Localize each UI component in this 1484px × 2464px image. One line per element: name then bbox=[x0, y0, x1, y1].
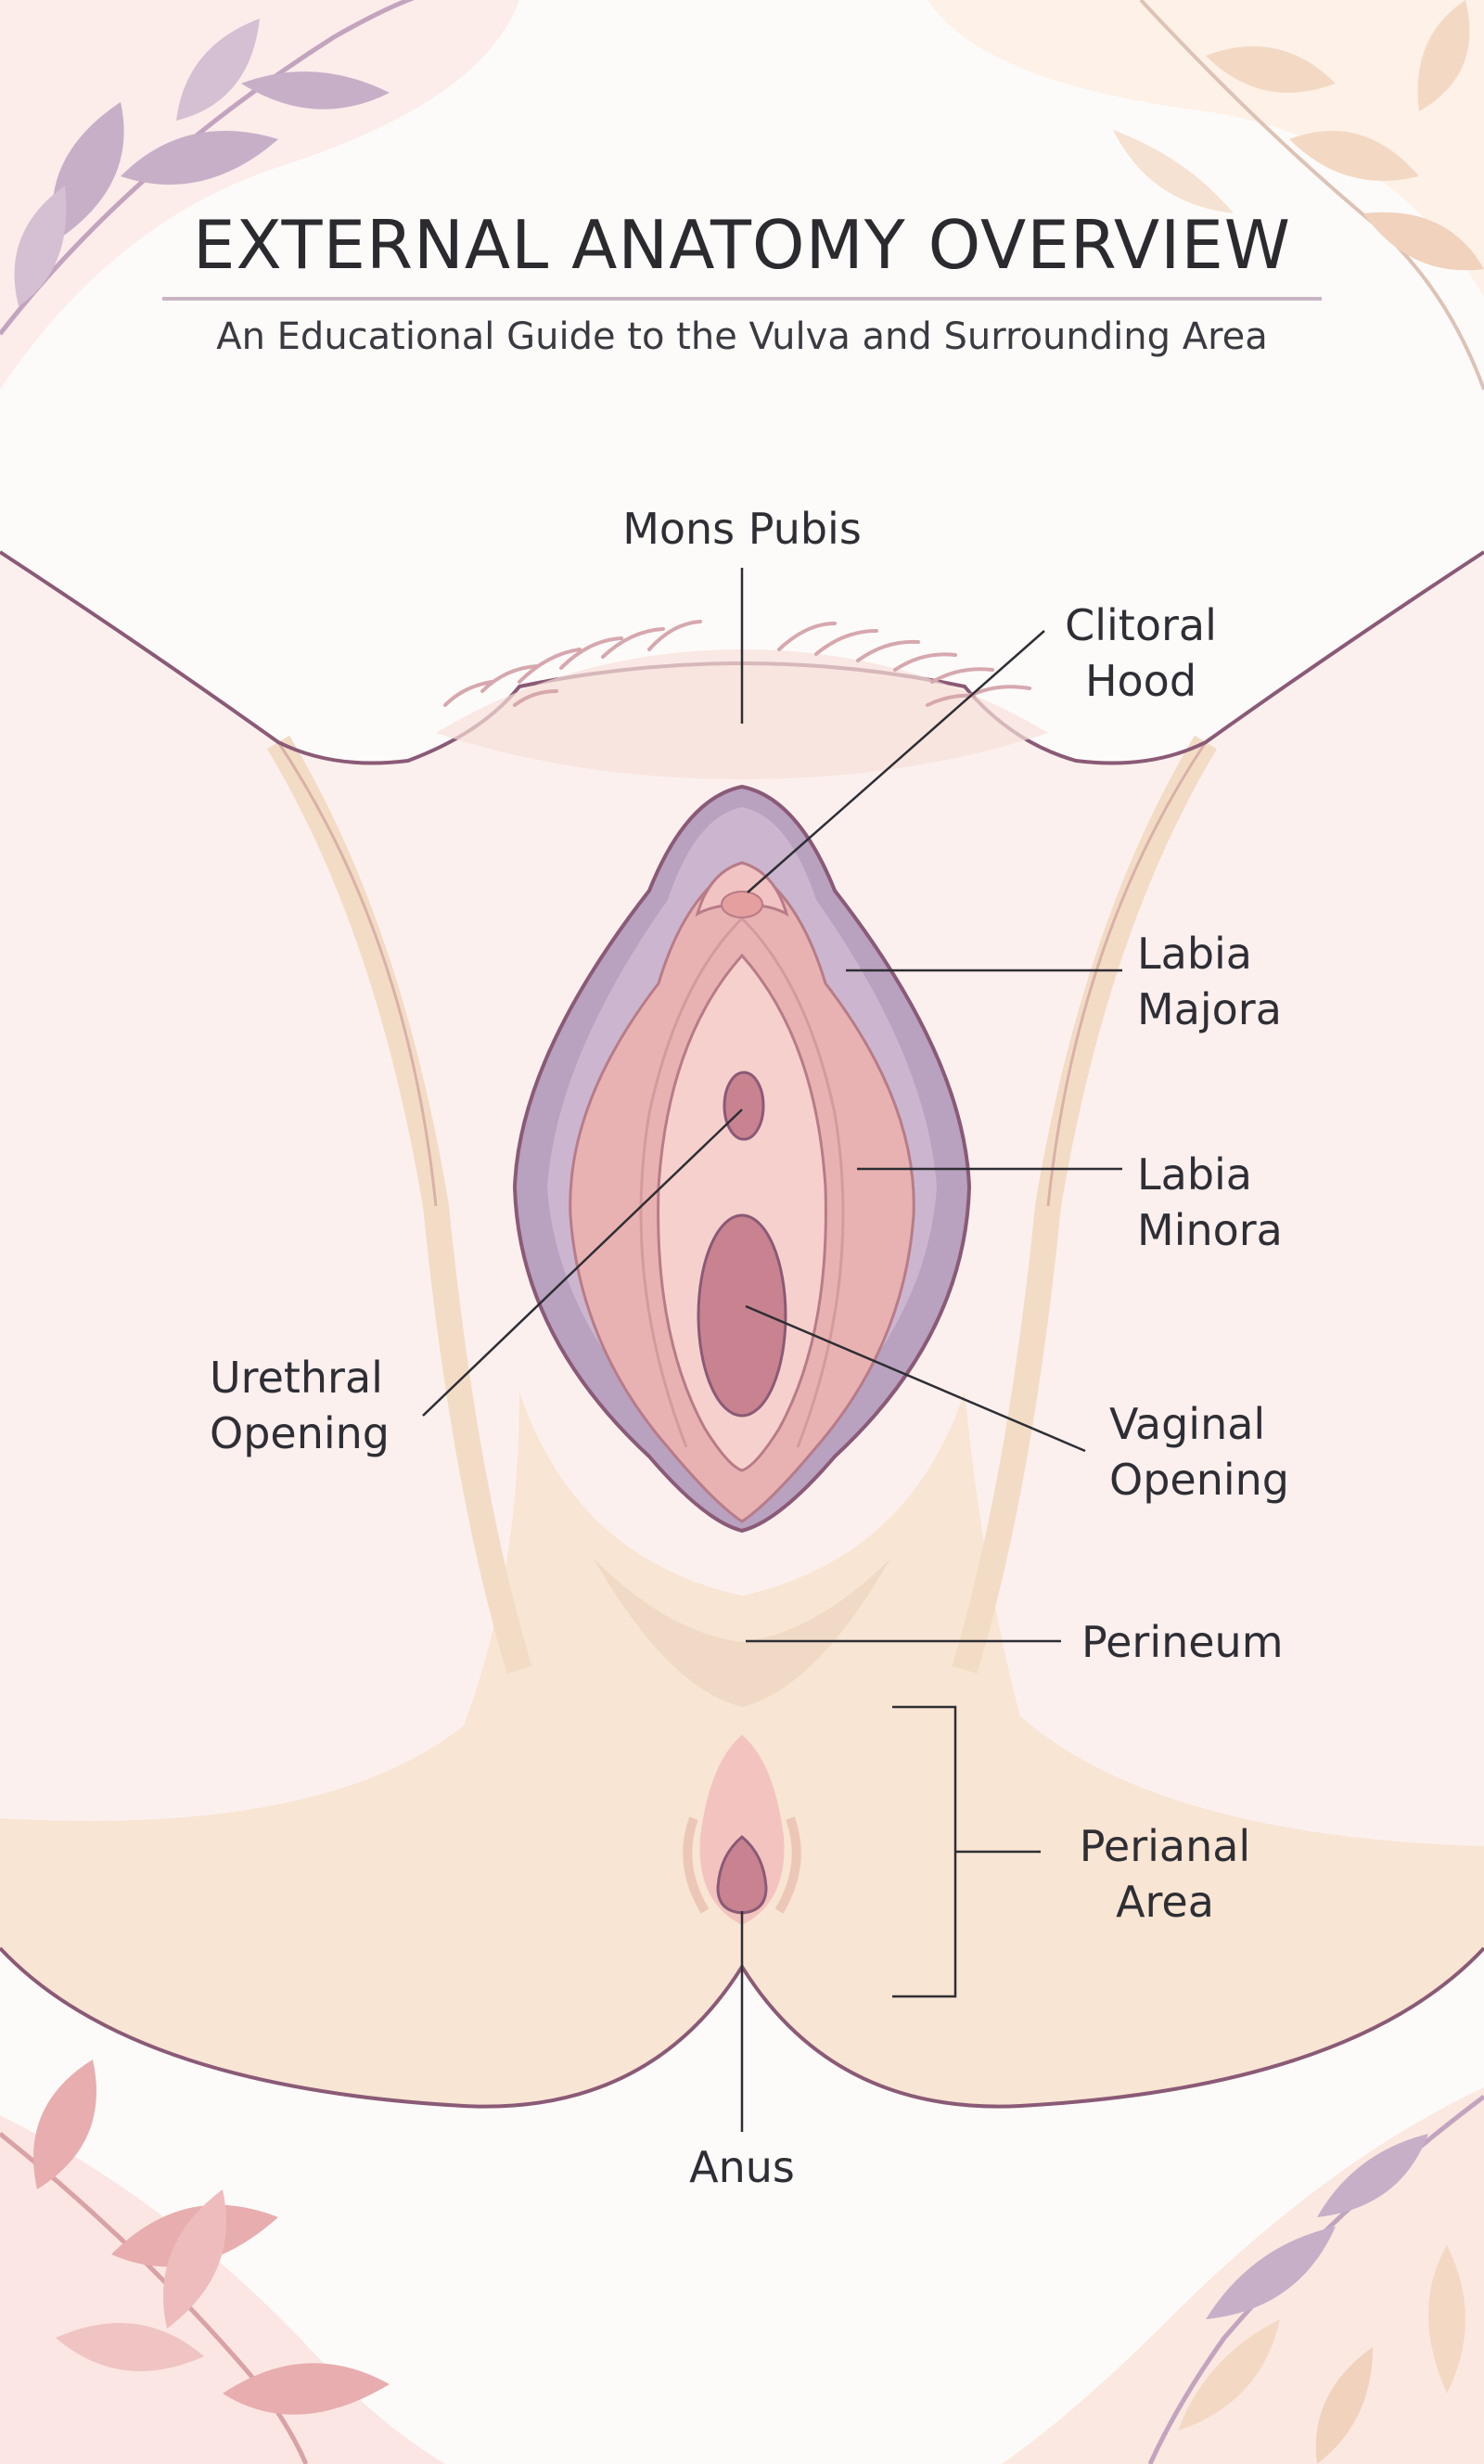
leaf-decoration-bottom-left bbox=[0, 2060, 390, 2464]
label-urethral-opening: Urethral Opening bbox=[210, 1353, 390, 1458]
mons-hair-strokes bbox=[443, 620, 1031, 707]
clitoris bbox=[721, 891, 763, 918]
label-labia-majora: Labia Majora bbox=[1137, 929, 1282, 1034]
label-anus: Anus bbox=[689, 2142, 795, 2192]
urethral-opening-shape bbox=[723, 1071, 765, 1141]
label-perineum: Perineum bbox=[1081, 1617, 1284, 1667]
bracket-perianal-area bbox=[892, 1705, 1041, 1998]
perineum-shade bbox=[594, 1559, 890, 1707]
corner-wash-top-right bbox=[928, 0, 1484, 297]
page-title: EXTERNAL ANATOMY OVERVIEW bbox=[193, 206, 1291, 284]
label-vaginal-opening: Vaginal Opening bbox=[1109, 1399, 1289, 1505]
label-mons-pubis: Mons Pubis bbox=[622, 504, 862, 554]
corner-wash-bottom-left bbox=[0, 2115, 445, 2464]
leaf-decoration-top-right bbox=[1113, 0, 1484, 391]
title-underline bbox=[162, 297, 1322, 301]
leader-clitoral-hood bbox=[747, 630, 1045, 893]
vaginal-opening-shape bbox=[697, 1213, 787, 1418]
label-labia-minora: Labia Minora bbox=[1137, 1149, 1283, 1255]
corner-wash-top-left bbox=[0, 0, 519, 390]
leader-lines bbox=[422, 568, 1122, 2132]
page-subtitle: An Educational Guide to the Vulva and Su… bbox=[216, 315, 1268, 358]
leader-urethral-opening bbox=[422, 1109, 743, 1417]
leaf-decoration-bottom-right bbox=[1147, 2095, 1484, 2464]
label-clitoral-hood: Clitoral Hood bbox=[1065, 600, 1217, 706]
leader-vaginal-opening bbox=[745, 1304, 1086, 1453]
label-perianal-area: Perianal Area bbox=[1079, 1821, 1251, 1927]
leaf-decoration-top-left bbox=[0, 0, 415, 336]
